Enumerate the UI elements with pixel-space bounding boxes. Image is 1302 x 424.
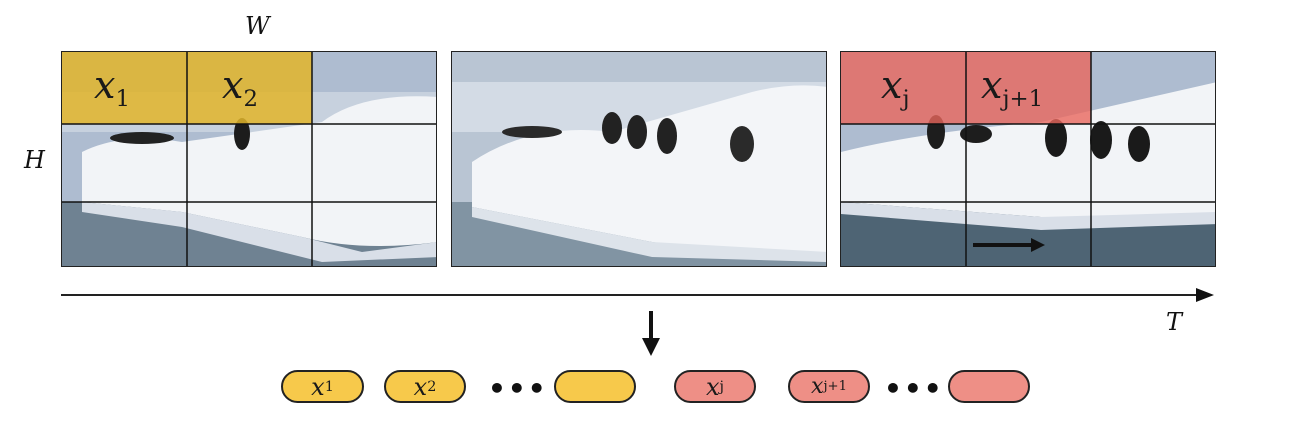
frame-2-scene: [452, 52, 826, 266]
time-label: T: [1166, 308, 1183, 336]
motion-arrow-icon: [1031, 238, 1045, 252]
token-red-last: [948, 370, 1030, 403]
token-ellipsis-2: •••: [884, 372, 944, 405]
patch-label-x2: x2: [222, 63, 258, 112]
video-frame-1: x1 x2: [61, 51, 437, 267]
video-frame-2: [451, 51, 827, 267]
patch-label-xj: xj: [881, 63, 910, 112]
height-label: H: [24, 146, 45, 174]
width-label: W: [245, 12, 270, 40]
video-frame-3: xj xj+1: [840, 51, 1216, 267]
time-arrow-icon: [1196, 288, 1214, 302]
token-ellipsis-1: •••: [488, 372, 548, 405]
patch-label-xj1: xj+1: [981, 63, 1044, 112]
token-yellow-last: [554, 370, 636, 403]
patch-label-x1: x1: [94, 63, 130, 112]
down-arrow-icon: [642, 338, 660, 356]
frame-1-scene: [62, 52, 436, 266]
frame-3-scene: [841, 52, 1215, 266]
